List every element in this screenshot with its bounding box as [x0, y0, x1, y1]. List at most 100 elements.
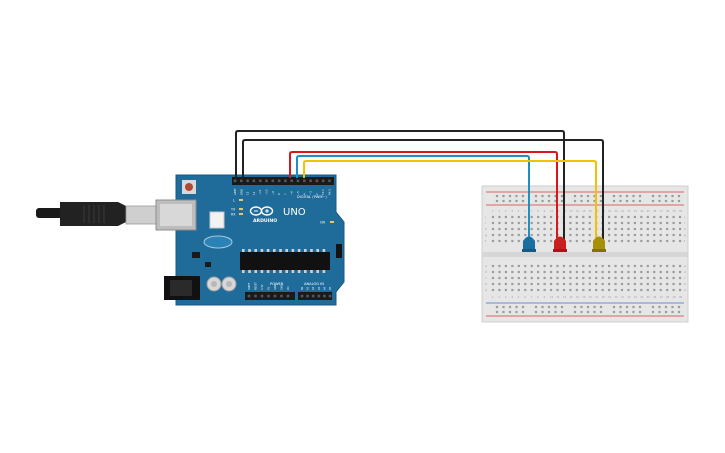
breadboard-hole[interactable]: [491, 239, 495, 243]
breadboard-hole[interactable]: [524, 227, 527, 231]
breadboard-hole[interactable]: [491, 215, 495, 219]
breadboard-hole[interactable]: [666, 227, 669, 231]
breadboard-hole[interactable]: [556, 288, 559, 292]
breadboard-hole[interactable]: [502, 194, 505, 198]
power-pin-hole[interactable]: [286, 294, 290, 298]
breadboard-hole[interactable]: [511, 264, 514, 268]
breadboard-hole[interactable]: [530, 215, 533, 219]
breadboard-hole[interactable]: [638, 305, 642, 309]
breadboard-hole[interactable]: [573, 310, 577, 314]
breadboard-hole[interactable]: [554, 199, 557, 203]
breadboard-hole[interactable]: [562, 276, 566, 280]
breadboard-hole[interactable]: [521, 194, 525, 198]
breadboard-hole[interactable]: [575, 264, 578, 268]
breadboard-hole[interactable]: [549, 282, 553, 286]
breadboard-hole[interactable]: [543, 215, 546, 219]
breadboard-hole[interactable]: [632, 194, 635, 198]
breadboard-hole[interactable]: [677, 305, 681, 309]
breadboard-hole[interactable]: [595, 288, 598, 292]
breadboard-hole[interactable]: [588, 215, 591, 219]
breadboard-hole[interactable]: [524, 276, 527, 280]
breadboard-hole[interactable]: [625, 305, 629, 309]
breadboard-hole[interactable]: [646, 282, 649, 286]
breadboard-hole[interactable]: [666, 221, 669, 225]
power-pin-hole[interactable]: [267, 294, 270, 298]
breadboard-hole[interactable]: [588, 239, 591, 243]
breadboard-hole[interactable]: [530, 221, 533, 225]
breadboard-hole[interactable]: [632, 310, 635, 314]
breadboard-hole[interactable]: [608, 276, 611, 280]
breadboard-hole[interactable]: [627, 239, 630, 243]
breadboard-hole[interactable]: [659, 264, 662, 268]
breadboard-hole[interactable]: [502, 310, 505, 314]
breadboard-hole[interactable]: [530, 282, 533, 286]
breadboard-hole[interactable]: [653, 282, 656, 286]
breadboard-hole[interactable]: [537, 264, 540, 268]
analog-pin-hole[interactable]: [311, 294, 315, 298]
breadboard-hole[interactable]: [582, 233, 585, 237]
power-pin-hole[interactable]: [280, 294, 283, 298]
breadboard-hole[interactable]: [588, 276, 591, 280]
digital-pin-hole[interactable]: [321, 179, 325, 183]
breadboard-hole[interactable]: [666, 264, 669, 268]
breadboard-hole[interactable]: [620, 215, 624, 219]
breadboard-hole[interactable]: [659, 276, 662, 280]
breadboard-hole[interactable]: [678, 239, 682, 243]
breadboard-hole[interactable]: [511, 282, 514, 286]
breadboard-hole[interactable]: [633, 276, 636, 280]
breadboard-hole[interactable]: [659, 233, 662, 237]
breadboard-hole[interactable]: [560, 305, 564, 309]
breadboard-hole[interactable]: [599, 194, 603, 198]
breadboard-hole[interactable]: [515, 310, 518, 314]
breadboard-hole[interactable]: [677, 310, 681, 314]
breadboard-hole[interactable]: [530, 270, 533, 274]
breadboard-hole[interactable]: [498, 282, 501, 286]
breadboard-hole[interactable]: [504, 264, 507, 268]
breadboard-hole[interactable]: [547, 194, 551, 198]
breadboard-hole[interactable]: [627, 215, 630, 219]
breadboard-hole[interactable]: [595, 264, 598, 268]
breadboard-hole[interactable]: [620, 227, 624, 231]
breadboard-hole[interactable]: [658, 310, 661, 314]
breadboard-hole[interactable]: [672, 239, 675, 243]
digital-pin-hole[interactable]: [240, 179, 243, 183]
breadboard-hole[interactable]: [599, 310, 603, 314]
breadboard-hole[interactable]: [678, 233, 682, 237]
analog-pin-hole[interactable]: [300, 294, 304, 298]
breadboard-hole[interactable]: [593, 310, 596, 314]
breadboard-hole[interactable]: [595, 282, 598, 286]
breadboard-hole[interactable]: [588, 264, 591, 268]
breadboard-hole[interactable]: [495, 310, 499, 314]
breadboard-hole[interactable]: [524, 264, 527, 268]
breadboard-hole[interactable]: [495, 194, 499, 198]
breadboard-hole[interactable]: [498, 227, 501, 231]
breadboard-hole[interactable]: [508, 199, 512, 203]
breadboard-hole[interactable]: [547, 199, 551, 203]
breadboard-hole[interactable]: [627, 227, 630, 231]
breadboard-hole[interactable]: [543, 239, 546, 243]
breadboard-hole[interactable]: [530, 288, 533, 292]
breadboard-hole[interactable]: [612, 305, 616, 309]
breadboard-hole[interactable]: [569, 239, 572, 243]
breadboard-hole[interactable]: [549, 233, 553, 237]
breadboard-hole[interactable]: [575, 215, 578, 219]
wire-yellow[interactable]: [303, 160, 597, 238]
breadboard-hole[interactable]: [556, 270, 559, 274]
breadboard-hole[interactable]: [498, 264, 501, 268]
breadboard-hole[interactable]: [659, 288, 662, 292]
breadboard-hole[interactable]: [543, 227, 546, 231]
breadboard-hole[interactable]: [677, 194, 681, 198]
breadboard-hole[interactable]: [549, 227, 553, 231]
breadboard-hole[interactable]: [562, 270, 566, 274]
breadboard-hole[interactable]: [646, 227, 649, 231]
breadboard-hole[interactable]: [562, 282, 566, 286]
breadboard-hole[interactable]: [498, 270, 501, 274]
breadboard-hole[interactable]: [640, 221, 643, 225]
breadboard-hole[interactable]: [659, 215, 662, 219]
breadboard-hole[interactable]: [659, 282, 662, 286]
breadboard-hole[interactable]: [502, 305, 505, 309]
breadboard-hole[interactable]: [582, 270, 585, 274]
breadboard-hole[interactable]: [593, 194, 596, 198]
breadboard-hole[interactable]: [491, 276, 495, 280]
breadboard-hole[interactable]: [543, 276, 546, 280]
